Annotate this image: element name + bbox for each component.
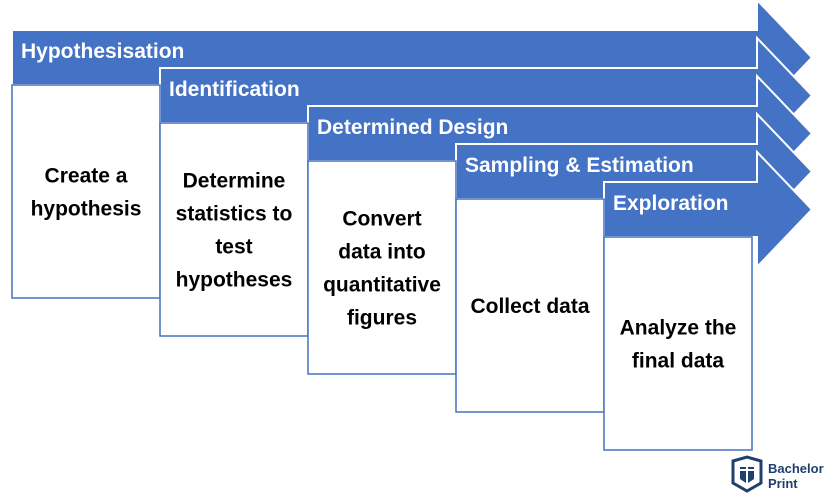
stage-hypothesisation-box: [11, 84, 161, 299]
stage-determined-design-box: [307, 160, 457, 375]
stage-identification-title: Identification: [169, 78, 300, 101]
stage-identification-text-line: Determine: [183, 170, 286, 193]
stage-sampling-and-estimation-text-line: Collect data: [470, 295, 589, 318]
stage-identification-text-line: hypotheses: [176, 269, 293, 292]
stage-determined-design-title: Determined Design: [317, 116, 508, 139]
stage-hypothesisation-text-line: Create a: [45, 165, 128, 188]
stage-sampling-and-estimation-box: [455, 198, 605, 413]
stage-exploration-text-line: Analyze the: [620, 317, 737, 340]
stage-hypothesisation-text-line: hypothesis: [31, 198, 142, 221]
stage-determined-design-text-line: quantitative: [323, 274, 441, 297]
brand-name-line1: Bachelor: [768, 461, 824, 476]
stage-identification-text-line: test: [215, 236, 252, 259]
brand-name-line2: Print: [768, 476, 798, 491]
stage-determined-design-text-line: figures: [347, 307, 417, 330]
bachelor-print-logo-icon: [731, 455, 763, 493]
stage-determined-design-text-line: Convert: [342, 208, 421, 231]
stage-hypothesisation-title: Hypothesisation: [21, 40, 184, 63]
stage-identification-box: [159, 122, 309, 337]
stage-identification-text-line: statistics to: [176, 203, 293, 226]
stage-exploration-title: Exploration: [613, 192, 729, 215]
brand-logo: Bachelor Print: [731, 455, 824, 493]
stage-exploration-box: [603, 236, 753, 451]
stage-exploration-text-line: final data: [632, 350, 725, 373]
stage-boxes: Create a hypothesis Determine statistics to…: [11, 84, 753, 451]
stage-sampling-and-estimation-title: Sampling & Estimation: [465, 154, 694, 177]
stage-determined-design-text-line: data into: [338, 241, 426, 264]
